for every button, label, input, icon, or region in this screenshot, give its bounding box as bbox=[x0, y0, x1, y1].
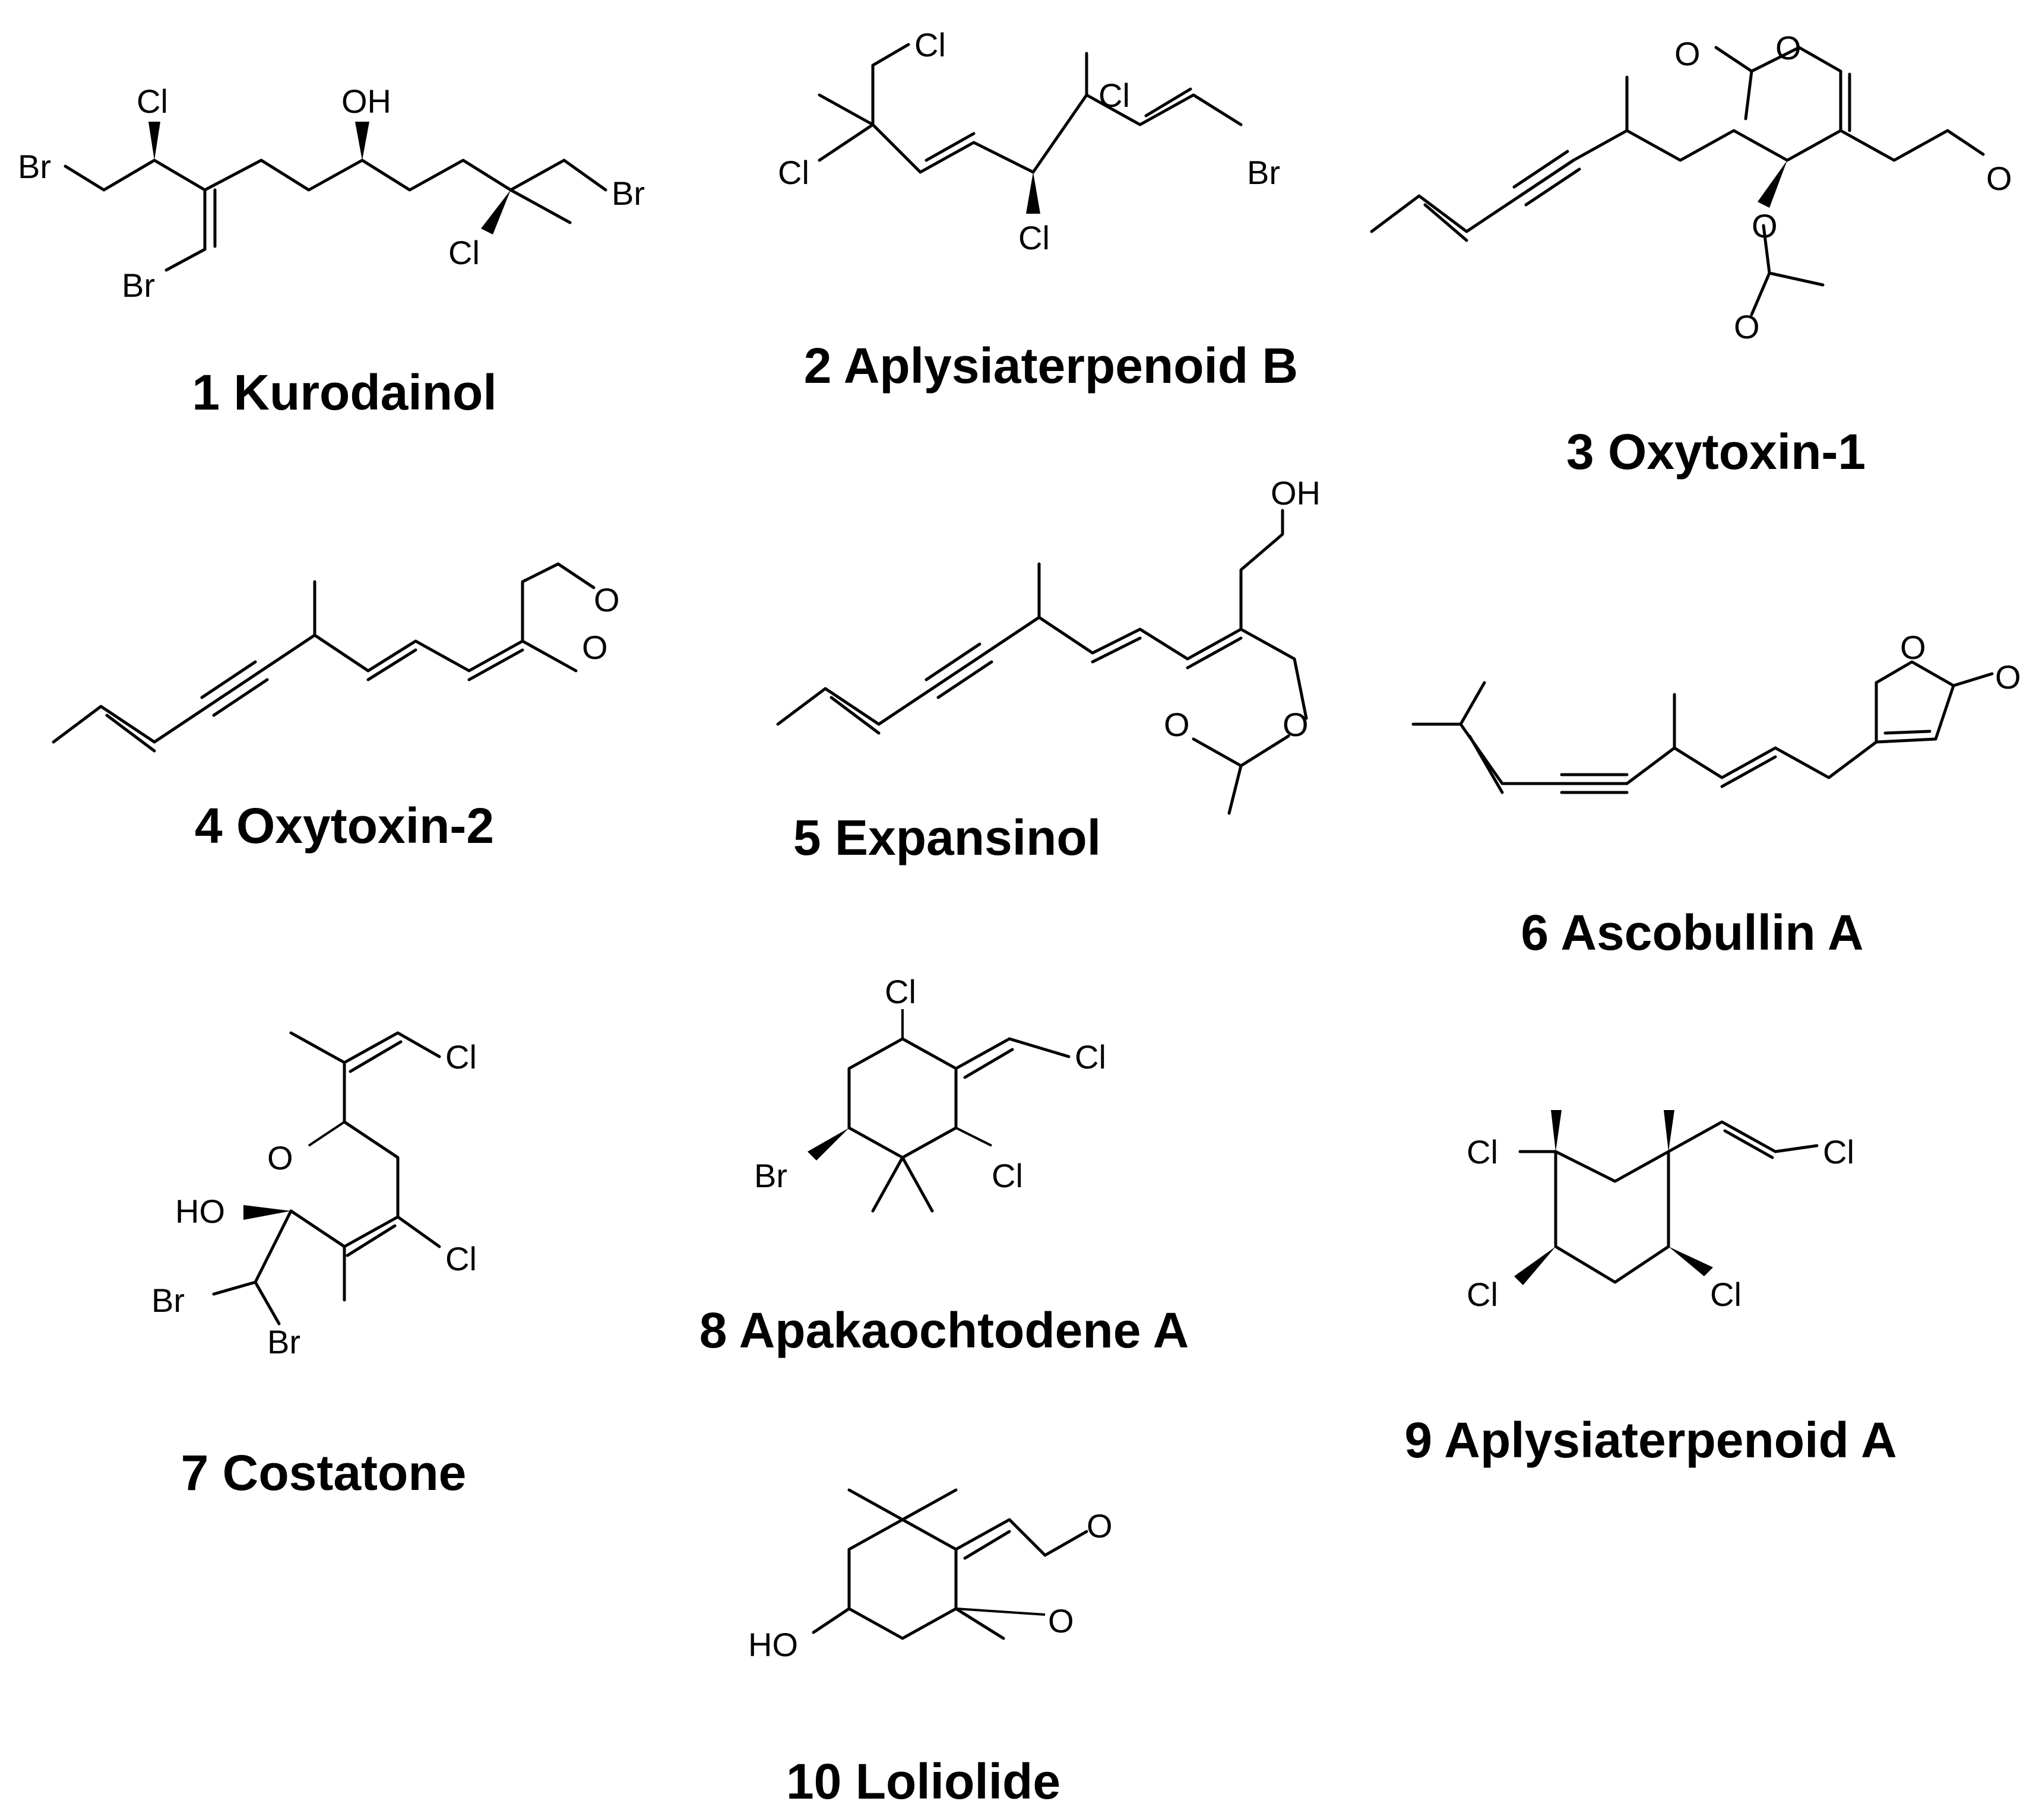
atom-cl: Cl bbox=[914, 26, 946, 64]
atom-cl: Cl bbox=[445, 1038, 477, 1076]
atom-o: O bbox=[1087, 1507, 1113, 1545]
atom-cl: Cl bbox=[1018, 219, 1050, 256]
atom-o: O bbox=[594, 581, 620, 619]
atom-o: O bbox=[1734, 308, 1760, 345]
atom-cl: Cl bbox=[1075, 1038, 1106, 1076]
atom-cl: Cl bbox=[778, 154, 809, 191]
caption-oxytoxin-2: 4 Oxytoxin-2 bbox=[195, 798, 494, 854]
atom-o: O bbox=[1775, 29, 1801, 66]
atom-oh: OH bbox=[1271, 474, 1321, 512]
atom-br: Br bbox=[754, 1157, 787, 1194]
atom-ho: HO bbox=[748, 1626, 798, 1663]
atom-o: O bbox=[582, 629, 608, 666]
atom-ho: HO bbox=[175, 1193, 225, 1230]
atom-oh: OH bbox=[341, 83, 391, 120]
atom-o: O bbox=[1283, 706, 1309, 743]
structure-apakaochtodene-a: Cl Cl Br Cl bbox=[754, 973, 1106, 1213]
atom-cl: Cl bbox=[1467, 1276, 1498, 1313]
caption-aplysiaterpenoid-a: 9 Aplysiaterpenoid A bbox=[1404, 1412, 1896, 1468]
caption-loliolide: 10 Loliolide bbox=[786, 1754, 1060, 1809]
structure-aplysiaterpenoid-b: Cl Cl Cl Cl Br bbox=[778, 26, 1280, 256]
structure-kurodainol: Br Cl OH Br Cl Br bbox=[18, 83, 645, 304]
structure-aplysiaterpenoid-a: Cl Cl Cl Cl bbox=[1467, 1110, 1854, 1313]
atom-br: Br bbox=[1247, 154, 1280, 191]
caption-expansinol: 5 Expansinol bbox=[793, 810, 1101, 865]
structure-costatone: Cl O HO Cl Br Br bbox=[151, 1031, 477, 1361]
atom-o: O bbox=[1995, 658, 2021, 696]
atom-br: Br bbox=[612, 175, 645, 212]
atom-o: O bbox=[1674, 35, 1701, 72]
atom-cl: Cl bbox=[885, 973, 916, 1010]
atom-br: Br bbox=[151, 1282, 185, 1319]
caption-costatone: 7 Costatone bbox=[181, 1445, 467, 1501]
structure-oxytoxin-1: O O O O O bbox=[1370, 29, 2012, 345]
structure-expansinol: OH O O bbox=[776, 474, 1321, 815]
atom-o: O bbox=[1986, 160, 2012, 197]
caption-ascobullin-a: 6 Ascobullin A bbox=[1521, 905, 1863, 960]
structure-ascobullin-a: O O bbox=[1411, 629, 2021, 794]
atom-cl: Cl bbox=[1823, 1133, 1854, 1171]
atom-o: O bbox=[1900, 629, 1926, 666]
atom-o: O bbox=[1752, 207, 1778, 245]
atom-cl: Cl bbox=[992, 1157, 1023, 1194]
atom-br: Br bbox=[122, 267, 155, 304]
atom-cl: Cl bbox=[137, 83, 168, 120]
atom-cl: Cl bbox=[1467, 1133, 1498, 1171]
atom-cl: Cl bbox=[1098, 77, 1130, 114]
atom-cl: Cl bbox=[448, 234, 480, 271]
caption-aplysiaterpenoid-b: 2 Aplysiaterpenoid B bbox=[804, 338, 1298, 394]
atom-o: O bbox=[1048, 1602, 1074, 1640]
structure-oxytoxin-2: O O bbox=[52, 562, 620, 753]
atom-br: Br bbox=[18, 148, 51, 185]
structure-loliolide: O O HO bbox=[748, 1488, 1113, 1663]
caption-apakaochtodene-a: 8 Apakaochtodene A bbox=[699, 1302, 1189, 1358]
atom-o: O bbox=[1164, 706, 1190, 743]
caption-kurodainol: 1 Kurodainol bbox=[192, 364, 496, 420]
caption-oxytoxin-1: 3 Oxytoxin-1 bbox=[1566, 424, 1866, 480]
atom-br: Br bbox=[267, 1323, 300, 1361]
atom-cl: Cl bbox=[1710, 1276, 1742, 1313]
atom-cl: Cl bbox=[445, 1240, 477, 1277]
atom-o: O bbox=[267, 1139, 293, 1177]
